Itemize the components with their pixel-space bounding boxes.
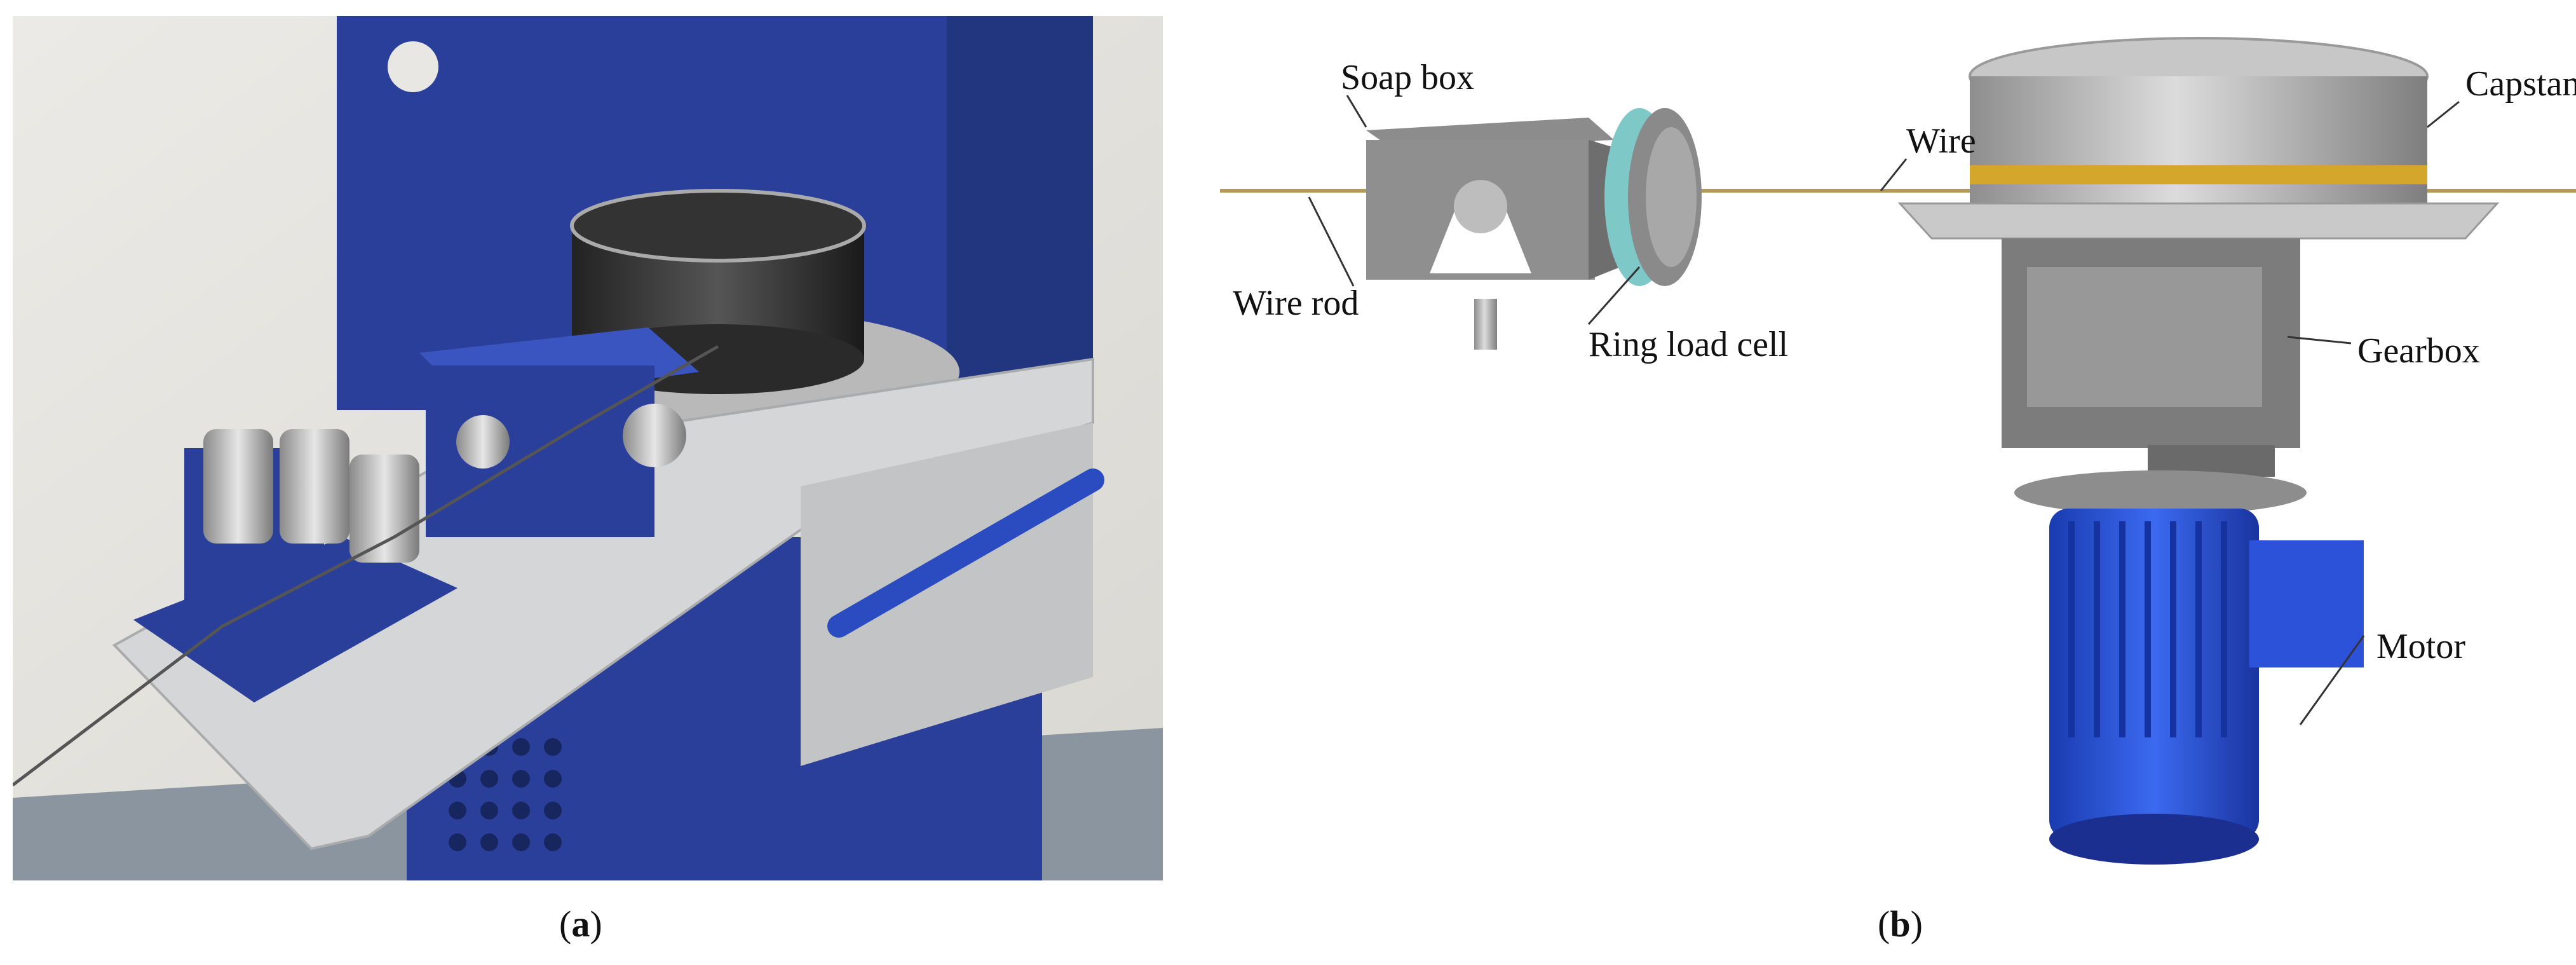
leader-lines bbox=[1308, 95, 2460, 725]
caption-b-close: ) bbox=[1910, 903, 1923, 945]
cabinet-hole bbox=[388, 41, 438, 92]
label-capstan: Capstan bbox=[2465, 64, 2576, 104]
ring-load-cell bbox=[1604, 108, 1702, 286]
gearbox bbox=[2002, 238, 2300, 477]
setup-diagram: Soap box Wire Capstan Wire rod Ring load… bbox=[1220, 37, 2576, 865]
roller bbox=[203, 429, 273, 544]
motor-flange bbox=[2014, 470, 2307, 515]
roller bbox=[280, 429, 349, 544]
coil-top bbox=[570, 189, 866, 263]
wire-wrap bbox=[1970, 165, 2427, 184]
caption-a-open: ( bbox=[559, 903, 572, 945]
caption-a: (a) bbox=[559, 903, 602, 945]
roller bbox=[349, 455, 419, 563]
roller-base bbox=[133, 537, 458, 702]
label-gearbox: Gearbox bbox=[2357, 331, 2480, 371]
caption-b-letter: b bbox=[1890, 903, 1911, 945]
label-wire-rod: Wire rod bbox=[1233, 284, 1359, 323]
drawing-machine-photo bbox=[11, 16, 1163, 880]
motor bbox=[2049, 509, 2364, 865]
blue-handle bbox=[827, 469, 1104, 638]
soap-box bbox=[1366, 118, 1620, 280]
label-motor: Motor bbox=[2376, 627, 2465, 666]
label-wire: Wire bbox=[1906, 121, 1976, 161]
caption-b: (b) bbox=[1878, 903, 1923, 945]
load-cell-photo bbox=[623, 404, 686, 467]
diagram-panel-b: Soap box Wire Capstan Wire rod Ring load… bbox=[1207, 0, 2576, 903]
cabinet-side-door bbox=[947, 16, 1093, 410]
caption-b-open: ( bbox=[1878, 903, 1890, 945]
caption-a-close: ) bbox=[590, 903, 602, 945]
die-holder bbox=[456, 415, 510, 469]
photo-panel-a bbox=[11, 16, 1163, 880]
label-ring-load-cell: Ring load cell bbox=[1589, 325, 1788, 364]
guide-pin bbox=[1474, 299, 1497, 350]
capstan bbox=[1897, 37, 2500, 240]
label-soap-box: Soap box bbox=[1341, 58, 1474, 97]
caption-a-letter: a bbox=[571, 903, 590, 945]
grey-front-box bbox=[801, 423, 1093, 766]
wire-photo bbox=[11, 345, 719, 786]
